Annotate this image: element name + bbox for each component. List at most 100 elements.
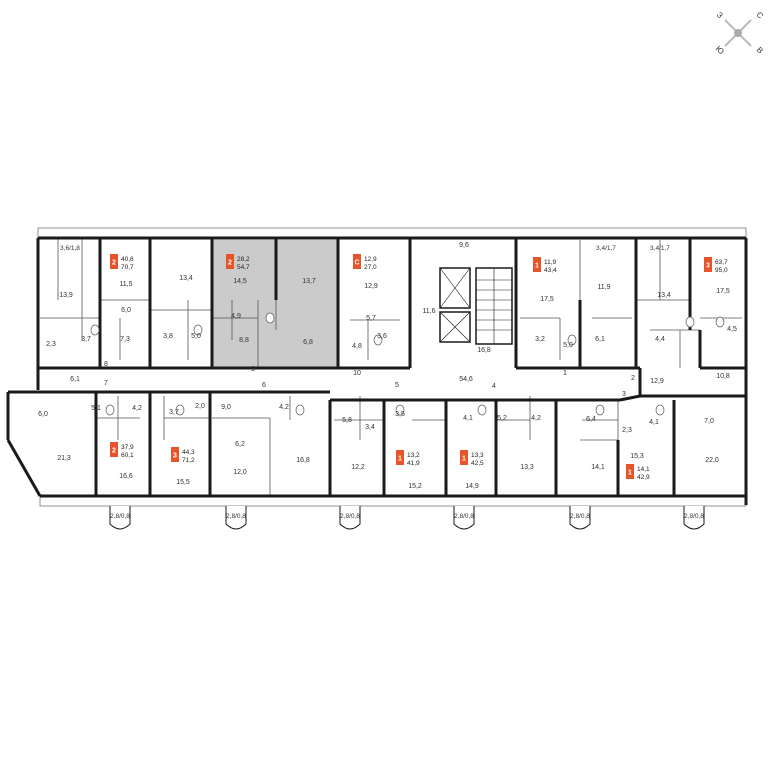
corridor-marker: 2 [631, 375, 635, 382]
apartment-rooms-badge [704, 257, 712, 272]
apartment-living-area: 11,9 [544, 259, 557, 266]
room-area-label: 3,6/1,8 [60, 245, 80, 252]
apartment-total-area: 42,5 [471, 460, 484, 467]
room-area-label: 14,9 [465, 483, 479, 490]
apartment-living-area: 63,7 [715, 259, 728, 266]
apartment-living-area: 12,9 [364, 256, 377, 263]
apartment-living-area: 40,6 [121, 256, 134, 263]
corridor-marker: 1 [563, 370, 567, 377]
compass-west-label: З [715, 10, 725, 20]
room-area-label: 3,6 [377, 333, 387, 340]
apartment-rooms-label: С [354, 260, 359, 267]
room-area-label: 9,6 [459, 242, 469, 249]
apartment-total-area: 27,0 [364, 264, 377, 271]
corridor-marker: 10 [353, 370, 361, 377]
bottom-balconies [109, 506, 705, 530]
apartment-badge[interactable]: 1 13,342,5 [460, 450, 484, 467]
apartment-rooms-label: 3 [173, 453, 177, 460]
corridor-marker: 6 [262, 382, 266, 389]
room-area-label: 5,1 [91, 405, 101, 412]
apartment-rooms-label: 2 [112, 448, 116, 455]
apartment-total-area: 43,4 [544, 267, 557, 274]
room-area-label: 3,5 [395, 411, 405, 418]
room-area-label: 5,0 [191, 333, 201, 340]
room-area-label: 5,7 [366, 315, 376, 322]
room-area-label: 3,7 [81, 336, 91, 343]
room-area-label: 13,9 [59, 292, 73, 299]
apartment-rooms-badge [110, 442, 118, 457]
room-area-label: 6,8 [303, 339, 313, 346]
apartment-living-area: 14,1 [637, 466, 650, 473]
room-area-label: 2,8/0,8 [226, 513, 246, 520]
apartment-living-area: 13,2 [407, 452, 420, 459]
room-area-label: 14,1 [591, 464, 605, 471]
room-area-label: 2,3 [622, 427, 632, 434]
room-area-label: 54,6 [459, 376, 473, 383]
room-area-label: 16,8 [477, 347, 491, 354]
apartment-total-area: 60,1 [121, 452, 134, 459]
apartment-total-area: 95,0 [715, 267, 728, 274]
room-area-label: 17,5 [716, 288, 730, 295]
room-area-label: 11,6 [422, 308, 435, 315]
room-area-label: 4,9 [231, 313, 241, 320]
room-area-label: 13,4 [657, 292, 671, 299]
room-area-label: 2,0 [195, 403, 205, 410]
apartment-living-area: 44,3 [182, 449, 195, 456]
apartment-badge[interactable]: 3 63,795,0 [704, 257, 728, 274]
apartment-rooms-label: 2 [228, 260, 232, 267]
room-area-label: 15,5 [176, 479, 190, 486]
corridor-marker: 8 [104, 361, 108, 368]
apartment-living-area: 13,3 [471, 452, 484, 459]
partition-walls [40, 238, 742, 496]
room-area-label: 4,2 [531, 415, 541, 422]
room-area-label: 21,3 [57, 455, 71, 462]
apartment-rooms-label: 1 [462, 456, 466, 463]
corridor-marker: 9 [251, 366, 255, 373]
corridor-marker: 3 [622, 391, 626, 398]
room-area-label: 9,0 [221, 404, 231, 411]
apartment-total-area: 70,7 [121, 264, 134, 271]
room-area-label: 17,5 [540, 296, 554, 303]
compass-south-label: Ю [714, 44, 726, 56]
apartment-badge[interactable]: 1 14,142,9 [626, 464, 650, 481]
room-area-label: 2,8/0,8 [570, 513, 590, 520]
room-area-label: 13,7 [302, 278, 316, 285]
room-area-label: 3,7 [169, 409, 179, 416]
apartment-badge[interactable]: С 12,927,0 [353, 254, 377, 271]
apartment-total-area: 42,9 [637, 474, 650, 481]
apartment-rooms-label: 1 [628, 470, 632, 477]
room-area-label: 3,4/1,7 [596, 245, 616, 252]
apartment-rooms-badge [533, 257, 541, 272]
room-area-label: 5,2 [497, 415, 507, 422]
room-area-label: 2,8/0,8 [340, 513, 360, 520]
room-area-label: 10,8 [716, 373, 730, 380]
room-area-label: 11,9 [597, 284, 610, 291]
apartment-rooms-label: 3 [706, 263, 710, 270]
bathroom-fixtures [90, 312, 725, 416]
room-area-label: 16,6 [119, 473, 133, 480]
corridor-marker: 5 [395, 382, 399, 389]
room-area-label: 6,4 [586, 416, 596, 423]
room-area-label: 6,0 [38, 411, 48, 418]
room-area-label: 2,8/0,8 [684, 513, 704, 520]
room-area-label: 3,4 [365, 424, 375, 431]
room-area-label: 3,8 [163, 333, 173, 340]
apartment-rooms-badge [396, 450, 404, 465]
room-area-label: 15,3 [630, 453, 644, 460]
apartment-rooms-badge [626, 464, 634, 479]
room-area-label: 13,4 [179, 275, 193, 282]
apartment-rooms-badge [460, 450, 468, 465]
room-area-label: 4,5 [727, 326, 737, 333]
room-area-label: 3,4/1,7 [650, 245, 670, 252]
apartment-rooms-badge [226, 254, 234, 269]
apartment-rooms-badge [171, 447, 179, 462]
